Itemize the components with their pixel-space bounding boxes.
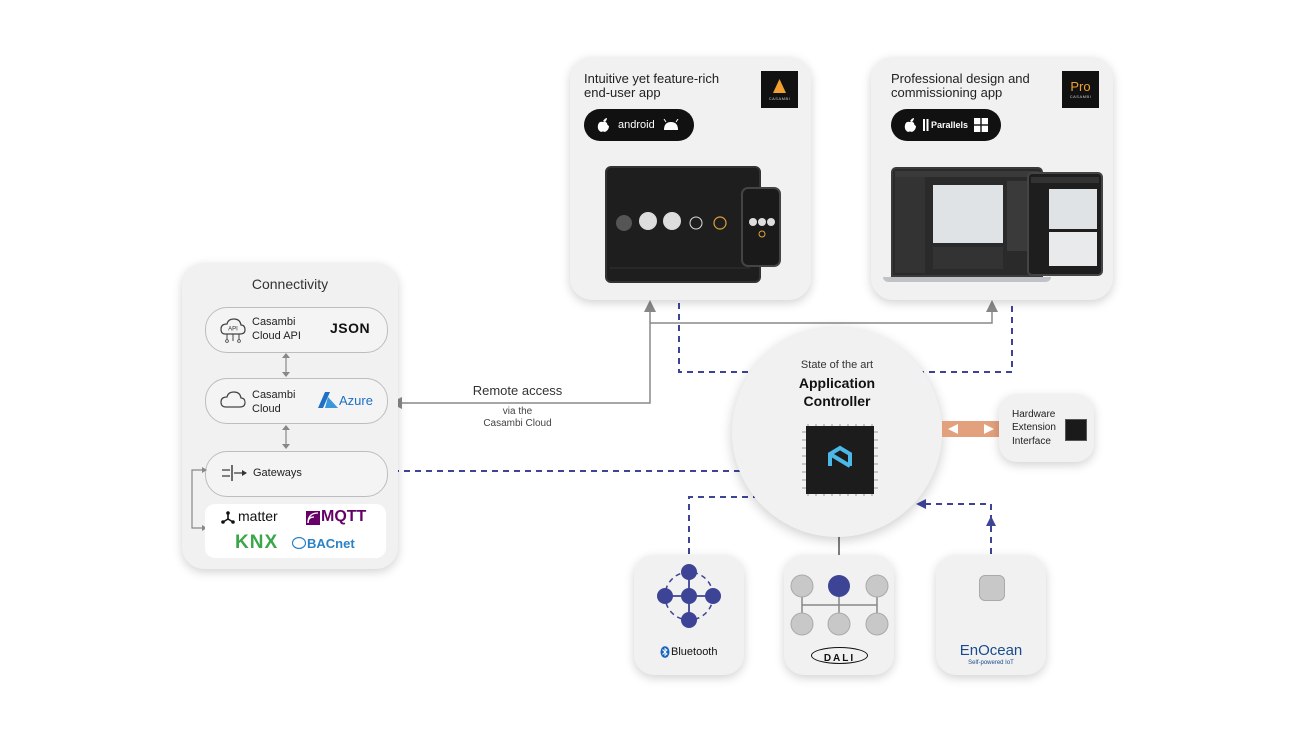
dali-label: DALI — [823, 653, 856, 664]
knx-logo: KNX — [235, 532, 279, 553]
phone-screen-content — [749, 218, 775, 238]
controller-title-3: Controller — [803, 393, 871, 409]
remote-access-title: Remote access — [472, 383, 563, 398]
gateway-bracket-arrow — [191, 467, 207, 531]
gateway-icon — [222, 465, 247, 481]
controller-title-2: Application — [798, 375, 876, 391]
enduser-app-title-1: Intuitive yet feature-rich — [584, 71, 720, 86]
enocean-label: EnOcean — [959, 642, 1023, 659]
bacnet-icon — [292, 537, 306, 549]
matter-icon — [221, 511, 235, 524]
pro-app-title-1: Professional design and — [891, 71, 1030, 86]
hardware-link — [942, 421, 1000, 437]
pro-app-title-2: commissioning app — [891, 85, 1003, 100]
cloud-label-2: Cloud — [252, 403, 281, 415]
casambi-logo-sub: CASAMBI — [768, 96, 791, 101]
azure-icon — [318, 392, 338, 408]
dali-logo: DALI — [811, 647, 868, 664]
bluetooth-label: Bluetooth — [671, 646, 718, 658]
api-icon-text: API — [228, 327, 238, 333]
phone-mockup — [741, 187, 781, 267]
pro-logo-text: Pro — [1070, 79, 1091, 94]
double-arrow-2 — [282, 425, 290, 449]
enduser-app-title-2: end-user app — [584, 85, 661, 100]
json-logo: JSON — [330, 320, 371, 336]
mqtt-icon — [306, 511, 320, 525]
apple-icon — [597, 118, 609, 132]
bluetooth-icon — [660, 646, 670, 658]
casambi-app-logo: CASAMBI — [761, 71, 798, 108]
cloud-pill — [205, 378, 388, 424]
hardware-ext-line1: Hardware — [1012, 409, 1056, 420]
double-arrow-1 — [282, 353, 290, 377]
controller-title-1: State of the art — [800, 359, 874, 371]
cloud-api-label-1: Casambi — [252, 316, 296, 328]
remote-access-sub1: via the — [502, 406, 533, 417]
matter-label: matter — [238, 508, 278, 524]
enduser-store-pill[interactable]: android — [584, 109, 694, 141]
gateways-pill — [205, 451, 388, 497]
dali-bus-icon — [790, 574, 889, 636]
android-label: android — [618, 119, 655, 131]
protocols-box — [205, 504, 386, 558]
pro-tablet-screen — [1031, 177, 1099, 266]
hardware-ext-module-icon — [1065, 419, 1087, 441]
cloud-api-label-2: Cloud API — [252, 330, 301, 342]
laptop-screen-content — [895, 171, 1039, 273]
bluetooth-mesh-icon — [657, 564, 721, 628]
enocean-sub: Self-powered IoT — [968, 660, 1014, 666]
parallels-label: Parallels — [931, 120, 969, 130]
cloud-label-1: Casambi — [252, 389, 296, 401]
parallels-icon — [923, 119, 929, 131]
apple-icon — [904, 118, 916, 132]
hardware-ext-line3: Interface — [1012, 436, 1051, 447]
hardware-ext-line2: Extension — [1012, 422, 1056, 433]
tablet-screen-content — [610, 212, 750, 269]
casambi-a-icon — [773, 79, 786, 93]
enocean-device-icon — [979, 575, 1005, 601]
mqtt-label: MQTT — [321, 508, 367, 525]
android-icon — [663, 119, 679, 130]
remote-access-sub2: Casambi Cloud — [483, 418, 552, 429]
gateways-label: Gateways — [253, 467, 302, 479]
azure-label: Azure — [339, 393, 373, 408]
pro-logo-sub: CASAMBI — [1069, 94, 1092, 99]
bacnet-label: BACnet — [307, 536, 355, 551]
cloud-api-pill — [205, 307, 388, 353]
api-cloud-icon: API — [220, 318, 246, 343]
connectivity-title: Connectivity — [251, 276, 329, 292]
windows-icon — [974, 118, 989, 132]
chip-icon — [802, 424, 878, 496]
cloud-icon — [220, 391, 246, 408]
pro-store-pill[interactable]: Parallels — [891, 109, 1001, 141]
laptop-base — [883, 277, 1051, 282]
pro-app-logo: Pro CASAMBI — [1062, 71, 1099, 108]
